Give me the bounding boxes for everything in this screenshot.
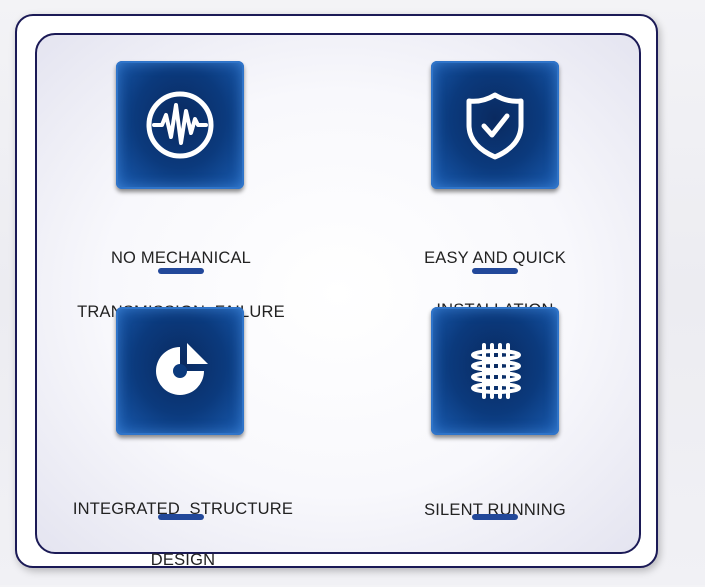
accent-bar: [472, 514, 518, 520]
feature-label-silent: SILENT RUNNING: [345, 465, 645, 537]
feature-tile-silent: [431, 307, 559, 435]
feature-label-line: DESIGN: [150, 551, 216, 569]
accent-bar: [472, 268, 518, 274]
feature-label-line: INTEGRATED STRUCTURE: [72, 500, 294, 518]
feature-label-line: EASY AND QUICK: [424, 249, 566, 267]
accent-bar: [158, 514, 204, 520]
pie-chart-icon: [156, 343, 208, 395]
feature-label-structure: INTEGRATED STRUCTURE DESIGN: [33, 464, 333, 587]
shield-check-icon: [466, 92, 524, 160]
feature-tile-transmission: [116, 61, 244, 189]
waveform-icon: [146, 91, 214, 159]
coil-grid-icon: [471, 343, 521, 399]
accent-bar: [158, 268, 204, 274]
feature-tile-installation: [431, 61, 559, 189]
feature-tile-structure: [116, 307, 244, 435]
feature-label-line: NO MECHANICAL: [110, 249, 252, 267]
